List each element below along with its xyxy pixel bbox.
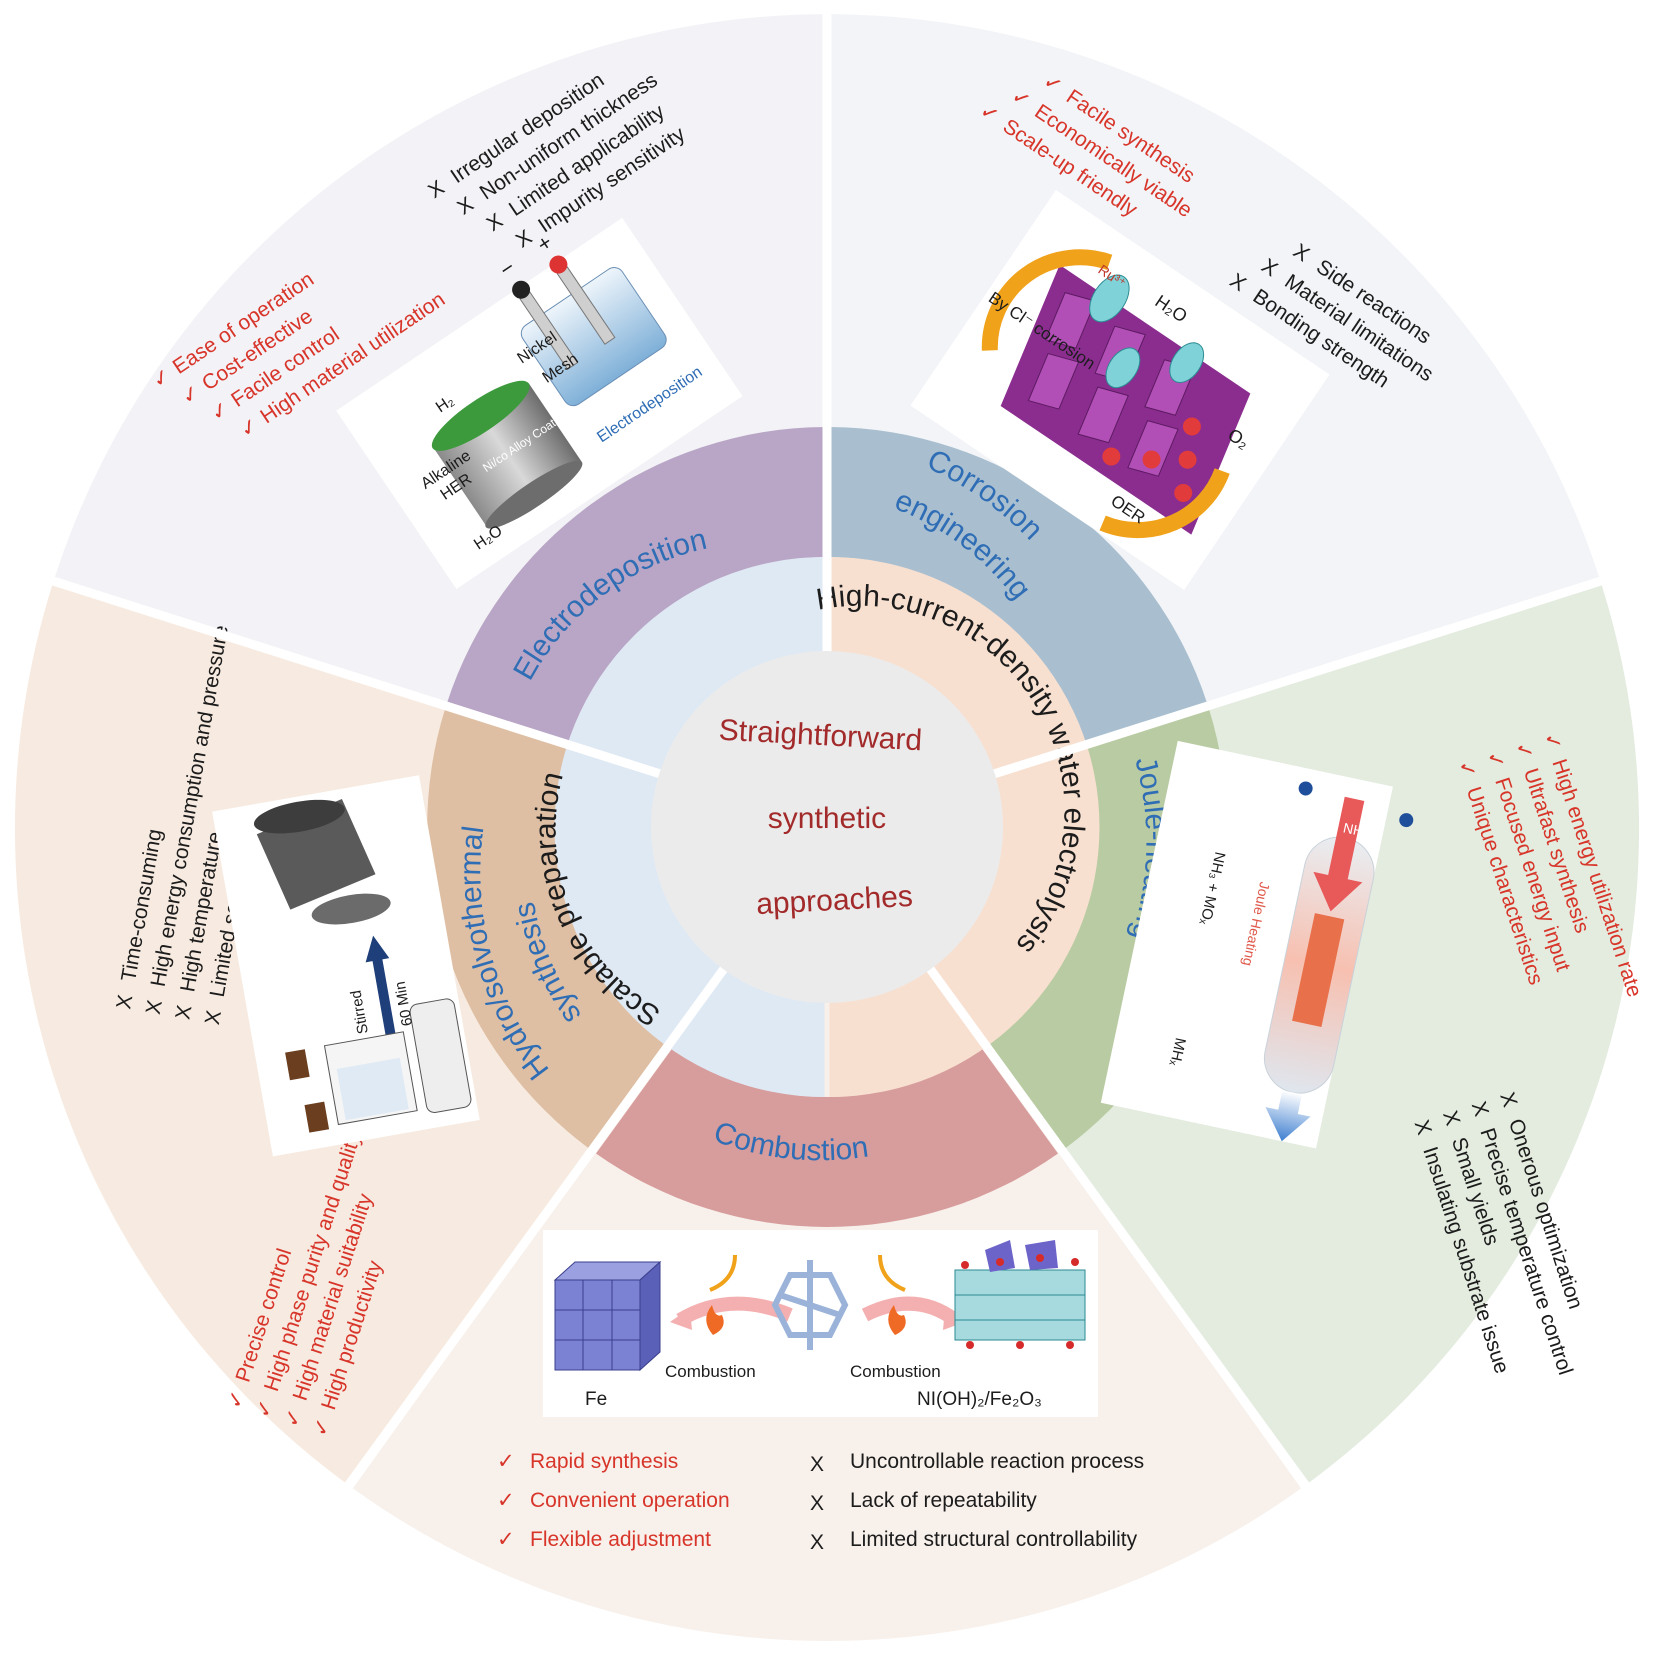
layered-product	[954, 1240, 1086, 1349]
con-item: Limited structural controllability	[850, 1528, 1138, 1551]
con-item: Uncontrollable reaction process	[850, 1450, 1144, 1473]
check-mark: ✓	[497, 1450, 515, 1473]
cross-mark: X	[171, 1003, 196, 1021]
ring-corrosion	[829, 427, 1208, 744]
cross-mark: X	[810, 1453, 824, 1476]
cross-mark: X	[1467, 1099, 1493, 1119]
combustion-left-label: Combustion	[665, 1362, 756, 1381]
corrosion-illustration: H₂O O₂ Ru³⁺ By Cl⁻ corrosion OER	[910, 189, 1330, 591]
cross-mark: X	[1438, 1108, 1464, 1128]
joule-illustration: NH₃ NH₃ + MOₓ Joule Heating MHₓ	[1100, 740, 1414, 1149]
pro-item: Rapid synthesis	[530, 1450, 678, 1473]
center-line-3-front: approaches	[755, 880, 913, 921]
check-mark: ✓	[280, 1406, 307, 1430]
fe-label: Fe	[585, 1389, 607, 1410]
flame-left	[706, 1305, 724, 1335]
check-mark: ✓	[1510, 739, 1537, 763]
cross-mark: X	[142, 998, 167, 1016]
check-mark: ✓	[497, 1489, 515, 1512]
mhx-label: MHₓ	[1166, 1036, 1189, 1067]
cross-mark: X	[810, 1531, 824, 1554]
combustion-right-label: Combustion	[850, 1362, 941, 1381]
combustion-panel: Combustion Combustion Fe NI(OH)₂/Fe₂O₃ ✓…	[497, 1230, 1144, 1554]
cross-mark: X	[201, 1009, 226, 1027]
combustion-pros: ✓ Rapid synthesis ✓ Convenient operation…	[497, 1450, 730, 1551]
pro-item: Convenient operation	[530, 1489, 730, 1512]
flame-right	[888, 1305, 906, 1335]
check-mark: ✓	[308, 1416, 335, 1440]
check-mark: ✓	[1482, 748, 1509, 772]
check-mark: ✓	[251, 1397, 278, 1421]
corrosion-panel: ✓ Facile synthesis ✓ Economically viable…	[910, 69, 1437, 591]
hydro-illustration: Stirred 60 Min	[212, 775, 480, 1157]
combustion-cons: X Uncontrollable reaction process X Lack…	[810, 1450, 1144, 1554]
ring-combustion	[596, 1048, 1058, 1227]
cross-mark: X	[810, 1492, 824, 1515]
fe-cube	[553, 1260, 662, 1372]
check-mark: ✓	[223, 1388, 250, 1412]
cross-mark: X	[112, 993, 137, 1011]
cross-mark: X	[1495, 1089, 1521, 1109]
ring-hydro	[427, 708, 669, 1151]
pro-item: Flexible adjustment	[530, 1528, 711, 1551]
ring-electrodeposition	[446, 427, 825, 744]
check-mark: ✓	[1539, 730, 1566, 754]
framework	[771, 1260, 849, 1350]
product-label: NI(OH)₂/Fe₂O₃	[917, 1389, 1042, 1410]
con-item: Lack of repeatability	[850, 1489, 1037, 1512]
check-mark: ✓	[497, 1528, 515, 1551]
electrodeposition-illustration: − + Electrodeposition Ni/co Alloy Coatin…	[336, 217, 743, 590]
nh3-arrow-label: NH₃	[1342, 819, 1371, 840]
cross-mark: X	[1410, 1117, 1436, 1137]
check-mark: ✓	[1453, 757, 1480, 781]
center-line-2-front: synthetic	[768, 802, 886, 835]
